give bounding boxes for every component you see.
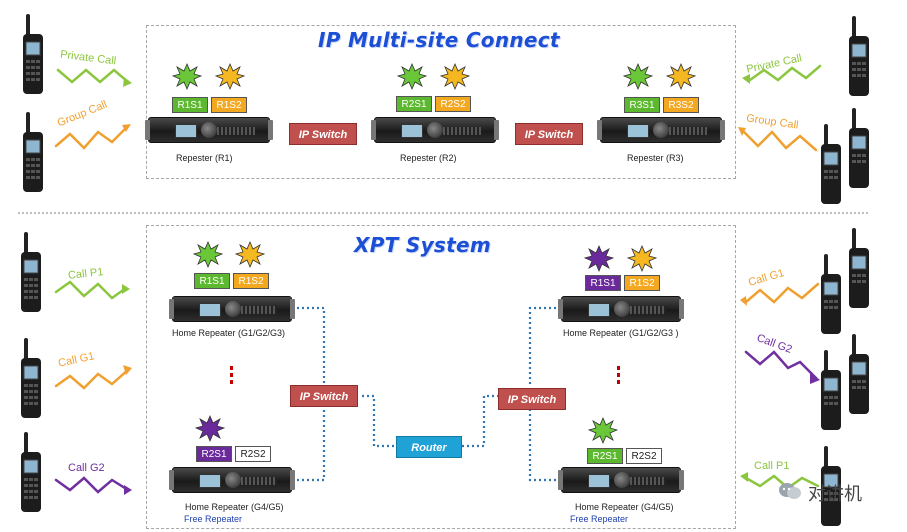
ip-multisite-panel: [146, 25, 736, 179]
ip-switch: IP Switch: [498, 388, 566, 410]
ip-multisite-title: IP Multi-site Connect: [318, 28, 560, 52]
slot-r2s2: R2S2: [235, 446, 271, 462]
repeater-label: Repester (R3): [627, 153, 684, 163]
repeater-label: Home Repeater (G4/G5): [185, 502, 284, 512]
star-r2s2-top: [439, 62, 471, 91]
slot-r3s2: R3S2: [663, 97, 699, 113]
repeater: [558, 467, 684, 493]
wave-group-call-right: [742, 130, 818, 152]
star-r3s1-top: [622, 62, 654, 91]
wave-call-p1-left: [54, 280, 128, 300]
wave-group-call-left: [54, 124, 130, 150]
wave-private-call-right: [748, 64, 822, 82]
repeater: [145, 117, 273, 143]
radio-icon: [849, 228, 869, 308]
star-xpt-left-r1s2: [234, 240, 266, 269]
wave-call-g2-left: [54, 476, 130, 494]
star-r3s2-top: [665, 62, 697, 91]
star-r1s1-top: [171, 62, 203, 91]
free-repeater-label: Free Repeater: [184, 514, 243, 524]
slot-r1s1: R1S1: [172, 97, 208, 113]
router: Router: [396, 436, 462, 458]
radio-icon: [821, 254, 841, 334]
star-xpt-left-r2s1: [194, 414, 226, 443]
star-xpt-right-r2s1: [587, 416, 619, 445]
watermark-logo: [778, 481, 802, 501]
slot-r2s1: R2S1: [587, 448, 623, 464]
slot-r1s1: R1S1: [585, 275, 621, 291]
repeater: [597, 117, 725, 143]
slot-r3s1: R3S1: [624, 97, 660, 113]
repeater: [371, 117, 499, 143]
call-label: Call G2: [68, 462, 105, 474]
slot-r2s2: R2S2: [435, 96, 471, 112]
wave-call-p1-right: [744, 474, 820, 490]
star-r1s2-top: [214, 62, 246, 91]
repeater: [169, 296, 295, 322]
wave-private-call-left: [56, 68, 130, 84]
star-r2s1-top: [396, 62, 428, 91]
wave-call-g2-right: [744, 350, 818, 380]
ip-switch: IP Switch: [515, 123, 583, 145]
repeater-label: Home Repeater (G1/G2/G3 ): [563, 328, 679, 338]
slot-r1s1: R1S1: [194, 273, 230, 289]
star-xpt-right-r1s2: [626, 244, 658, 273]
radio-icon: [23, 14, 43, 94]
radio-icon: [849, 108, 869, 188]
radio-icon: [21, 232, 41, 312]
ip-switch: IP Switch: [289, 123, 357, 145]
section-separator: [18, 212, 868, 214]
radio-icon: [821, 446, 841, 526]
wave-call-g1-left: [54, 368, 130, 390]
repeater: [169, 467, 295, 493]
radio-icon: [821, 124, 841, 204]
star-xpt-right-r1s1: [583, 244, 615, 273]
watermark-text: 对讲机: [808, 484, 862, 505]
slot-r1s2: R1S2: [211, 97, 247, 113]
wave-call-g1-right: [744, 282, 820, 304]
xpt-system-panel: [146, 225, 736, 529]
slot-r2s1: R2S1: [396, 96, 432, 112]
repeater: [558, 296, 684, 322]
radio-icon: [849, 16, 869, 96]
radio-icon: [21, 338, 41, 418]
xpt-system-title: XPT System: [354, 233, 491, 257]
radio-icon: [821, 350, 841, 430]
free-repeater-label: Free Repeater: [570, 514, 629, 524]
slot-r2s1: R2S1: [196, 446, 232, 462]
repeater-label: Home Repeater (G4/G5): [575, 502, 674, 512]
radio-icon: [849, 334, 869, 414]
slot-r2s2: R2S2: [626, 448, 662, 464]
radio-icon: [21, 432, 41, 512]
star-xpt-left-r1s1: [192, 240, 224, 269]
repeater-label: Repester (R1): [176, 153, 233, 163]
repeater-label: Repester (R2): [400, 153, 457, 163]
call-label: Call P1: [754, 460, 790, 472]
repeater-label: Home Repeater (G1/G2/G3): [172, 328, 286, 338]
slot-r1s2: R1S2: [624, 275, 660, 291]
ip-switch: IP Switch: [290, 385, 358, 407]
radio-icon: [23, 112, 43, 192]
slot-r1s2: R1S2: [233, 273, 269, 289]
